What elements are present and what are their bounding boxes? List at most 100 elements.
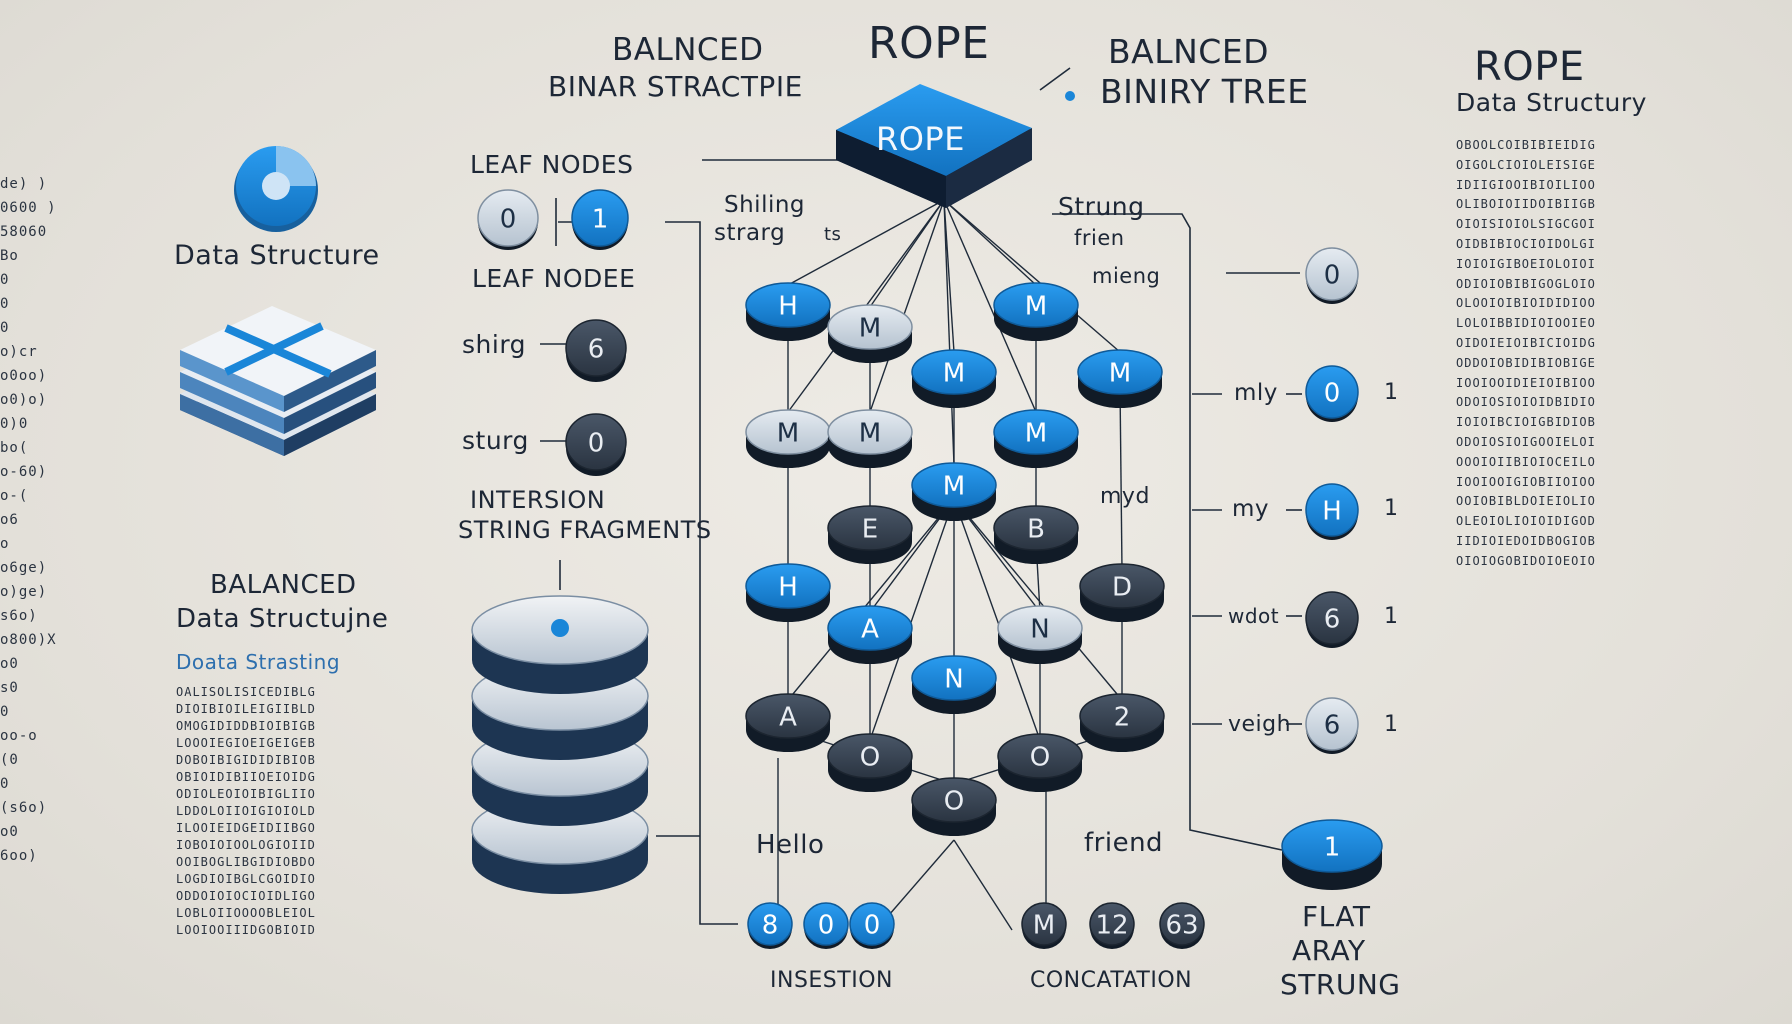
connector-lines [540, 67, 1302, 925]
insertion-caption: INSESTION [770, 968, 893, 993]
tree-node-label: E [862, 515, 878, 545]
tree-node: 2 [1079, 693, 1165, 752]
bottom-node-label: 8 [762, 911, 779, 941]
right-num-2: 1 [1384, 496, 1399, 521]
tree-label-strung: Strung [1058, 192, 1145, 221]
right-label-wdot: wdot [1228, 604, 1280, 628]
tree-node: O [827, 733, 913, 792]
leaf-node-a-label: 0 [500, 205, 517, 235]
left-edge-glyphs: de) ) 0600 ) 58060 Bo 0 0 0 o)cr o0oo) o… [0, 176, 57, 864]
insertion-label: INTERSION [470, 486, 606, 514]
bottom-node: 12 [1089, 902, 1135, 949]
root-edge [943, 199, 955, 466]
bottom-node-label: 63 [1165, 911, 1198, 941]
hello-label: Hello [756, 830, 825, 860]
right-character-matrix: OBOOLCOIBIBIEIDIG OIGOLCIOIOLEISIGE IDII… [1456, 138, 1596, 568]
root-edge [869, 199, 945, 413]
right-list-node: 6 [1305, 697, 1359, 754]
bottom-node: 0 [803, 902, 849, 949]
string-fragments-label: STRING FRAGMENTS [458, 516, 712, 544]
bottom-node: 63 [1159, 902, 1205, 949]
root-edge [943, 199, 1037, 413]
left-character-matrix: OALISOLISICEDIBLG DIOIBIOILEIGIIBLD OMOG… [176, 685, 316, 937]
tree-node: A [827, 605, 913, 664]
root-node-label: ROPE [876, 120, 965, 158]
right-label-my: my [1232, 496, 1270, 522]
tree-edge [953, 498, 1041, 741]
concatenation-caption: CONCATATION [1030, 968, 1193, 993]
title-balanced-left: BALNCED [612, 32, 764, 68]
tree-label-ts: ts [824, 224, 842, 245]
right-list-node: 0 [1305, 365, 1359, 422]
array-label: ARAY [1292, 934, 1366, 967]
right-list-node-label: 6 [1324, 711, 1341, 741]
leaf-nodes: 0 1 6 0 [477, 189, 629, 476]
tree-node-label: M [1025, 419, 1047, 449]
tree-node-label: M [943, 472, 965, 502]
disk-stack-icon [471, 595, 649, 894]
title-balanced-right: BALNCED [1108, 32, 1270, 71]
right-num-4: 1 [1384, 712, 1399, 737]
right-list-node: 6 [1305, 591, 1359, 648]
tree-node: M [993, 409, 1079, 468]
tree-edge [953, 498, 1123, 701]
root-node [836, 84, 1075, 208]
tree-node: H [745, 563, 831, 622]
right-list-node-label: 0 [1324, 379, 1341, 409]
data-structure-icon [234, 146, 318, 232]
tree-edge [787, 498, 955, 701]
tree-label-shiling: Shiling [724, 192, 806, 218]
leaf-nodes-header: LEAF NODES [470, 150, 634, 179]
disk-marker-icon [551, 619, 569, 637]
bottom-edge [953, 839, 1013, 931]
title-rope-far-right: ROPE [1474, 44, 1585, 90]
bottom-node: 8 [747, 902, 793, 949]
flat-label: FLAT [1302, 900, 1371, 933]
tree-node-label: O [1030, 743, 1050, 773]
leaf-node-header-2: LEAF NODEE [472, 264, 636, 293]
tree-node-label: H [778, 292, 798, 322]
bottom-node: M [1021, 902, 1067, 949]
title-rope: ROPE [868, 18, 990, 69]
tree-node: M [1077, 349, 1163, 408]
left-caption-data-structure: Data Structujne [176, 604, 389, 634]
leaf-node-a: 0 [477, 189, 539, 250]
tree-node: M [911, 349, 997, 408]
flat-array-node: 1 [1281, 819, 1383, 890]
right-list-node-label: 0 [1324, 261, 1341, 291]
tree-node-label: B [1027, 515, 1045, 545]
tree-node-label: O [944, 787, 964, 817]
tree-edges [777, 199, 1123, 931]
right-list-node: 0 [1305, 247, 1359, 304]
bottom-node-label: M [1033, 911, 1055, 941]
strung-label: STRUNG [1280, 968, 1401, 1001]
tree-node: O [997, 733, 1083, 792]
root-edge [943, 199, 955, 353]
tree-node: D [1079, 563, 1165, 622]
right-label-mly: mly [1234, 380, 1278, 406]
friend-label: friend [1084, 828, 1164, 858]
leaf-row-label-sturg: sturg [462, 426, 529, 455]
tree-node-label: M [943, 359, 965, 389]
tree-node-label: M [859, 314, 881, 344]
title-binary-tree: BINIRY TREE [1100, 72, 1309, 111]
leaf-node-b: 1 [571, 189, 629, 250]
tree-node: E [827, 505, 913, 564]
leaf-node-shirg-label: 6 [588, 335, 605, 365]
tree-label-strarg: strarg [714, 220, 786, 246]
tree-node: M [745, 409, 831, 468]
leaf-node-sturg-label: 0 [588, 429, 605, 459]
right-label-veigh: veigh [1228, 712, 1292, 737]
tree-node-label: M [859, 419, 881, 449]
tree-node: A [745, 693, 831, 752]
tree-edge [1119, 385, 1123, 571]
title-data-structury: Data Structury [1456, 88, 1647, 117]
tree-node: B [993, 505, 1079, 564]
left-icon-caption: Data Structure [174, 240, 380, 271]
bottom-node-label: 12 [1095, 911, 1128, 941]
tree-node: M [993, 282, 1079, 341]
